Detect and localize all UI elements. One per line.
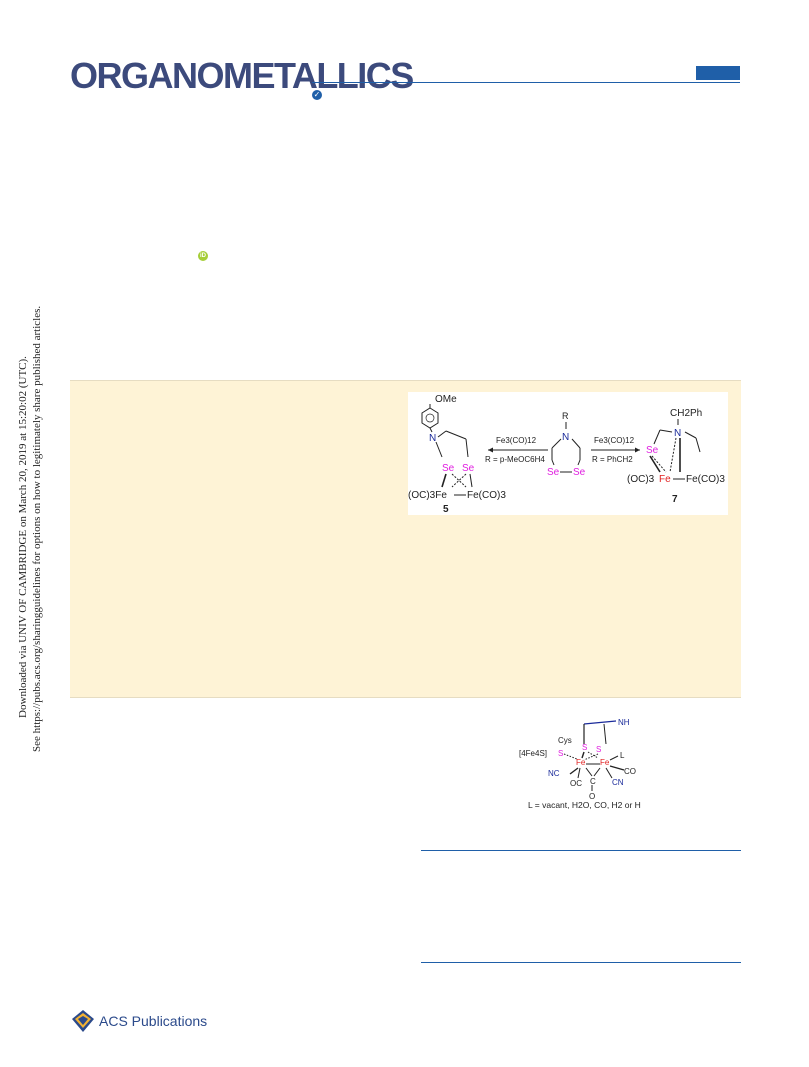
s-cys-label: S — [558, 749, 563, 758]
n-label-center: N — [562, 432, 569, 443]
section-rule-bottom — [421, 962, 741, 963]
cys-label: Cys — [558, 736, 572, 745]
active-site-structure: NH Cys [4Fe4S] S S S Fe Fe L NC OC C O C… — [519, 718, 641, 810]
fe-left-label-5: (OC)3Fe — [408, 490, 447, 501]
orcid-icon[interactable]: iD — [198, 251, 208, 261]
starting-material: R N Se Se — [547, 411, 586, 478]
fe-right-label-5: Fe(CO)3 — [467, 490, 506, 501]
se-label-center-b: Se — [573, 467, 586, 478]
right-arrow-condition: R = PhCH2 — [592, 455, 633, 464]
figure-caption: L = vacant, H2O, CO, H2 or H — [528, 800, 641, 810]
ch2ph-label: CH2Ph — [670, 408, 702, 419]
compound-7: CH2Ph N Se (OC)3 Fe Fe(CO)3 7 — [627, 408, 725, 505]
co-label: CO — [624, 767, 636, 776]
download-notice-line-1: Downloaded via UNIV OF CAMBRIDGE on Marc… — [17, 356, 29, 718]
benzene-ring — [421, 407, 439, 429]
fe-label-7: Fe — [659, 474, 671, 485]
ome-label: OMe — [435, 394, 457, 405]
left-arrow-reagent: Fe3(CO)12 — [496, 436, 537, 445]
se-label-5b: Se — [462, 463, 475, 474]
s2-label: S — [596, 745, 601, 754]
acs-logo-mark — [72, 1010, 94, 1032]
n-label-7: N — [674, 428, 681, 439]
fe-right-label-7: Fe(CO)3 — [686, 474, 725, 485]
left-arrow-condition: R = p-MeOC6H4 — [485, 455, 545, 464]
l-label: L — [620, 751, 625, 760]
active-site-figure: NH Cys [4Fe4S] S S S Fe Fe L NC OC C O C… — [500, 712, 650, 812]
fe1-label: Fe — [576, 758, 586, 767]
check-icon: ✓ — [312, 90, 322, 100]
header-rule — [312, 82, 740, 83]
cn-label: CN — [612, 778, 624, 787]
bridging-o-label: O — [589, 792, 595, 801]
n-label-5: N — [429, 433, 436, 444]
right-arrow: Fe3(CO)12 R = PhCH2 — [591, 436, 640, 464]
left-arrow: Fe3(CO)12 R = p-MeOC6H4 — [485, 436, 548, 464]
fe2-label: Fe — [600, 758, 610, 767]
nc-label: NC — [548, 769, 560, 778]
se-label-5a: Se — [442, 463, 455, 474]
download-notice: Downloaded via UNIV OF CAMBRIDGE on Marc… — [16, 305, 44, 752]
se-label-7: Se — [646, 445, 659, 456]
toc-graphic: OMe N Se Se (OC)3Fe Fe(CO)3 5 Fe3(CO)12 — [408, 392, 728, 515]
reaction-scheme: OMe N Se Se (OC)3Fe Fe(CO)3 5 Fe3(CO)12 — [408, 394, 725, 515]
header-tab — [696, 66, 740, 80]
oc-label: OC — [570, 779, 582, 788]
compound-number-5: 5 — [443, 504, 449, 515]
oc3-label-7: (OC)3 — [627, 474, 655, 485]
bridging-c-label: C — [590, 777, 596, 786]
s1-label: S — [582, 743, 587, 752]
download-notice-line-2[interactable]: See https://pubs.acs.org/sharingguidelin… — [31, 305, 43, 752]
acs-publications-label[interactable]: ACS Publications — [99, 1013, 208, 1029]
compound-number-7: 7 — [672, 494, 678, 505]
nh-label: NH — [618, 718, 630, 727]
compound-5: OMe N Se Se (OC)3Fe Fe(CO)3 5 — [408, 394, 506, 515]
right-arrow-reagent: Fe3(CO)12 — [594, 436, 635, 445]
section-rule-top — [421, 850, 741, 851]
se-label-center-a: Se — [547, 467, 560, 478]
journal-logo: ORGANOMETALLICS — [70, 55, 414, 96]
r-label: R — [562, 411, 569, 421]
cluster-label: [4Fe4S] — [519, 749, 547, 758]
acs-logo-icon[interactable] — [70, 1008, 96, 1034]
